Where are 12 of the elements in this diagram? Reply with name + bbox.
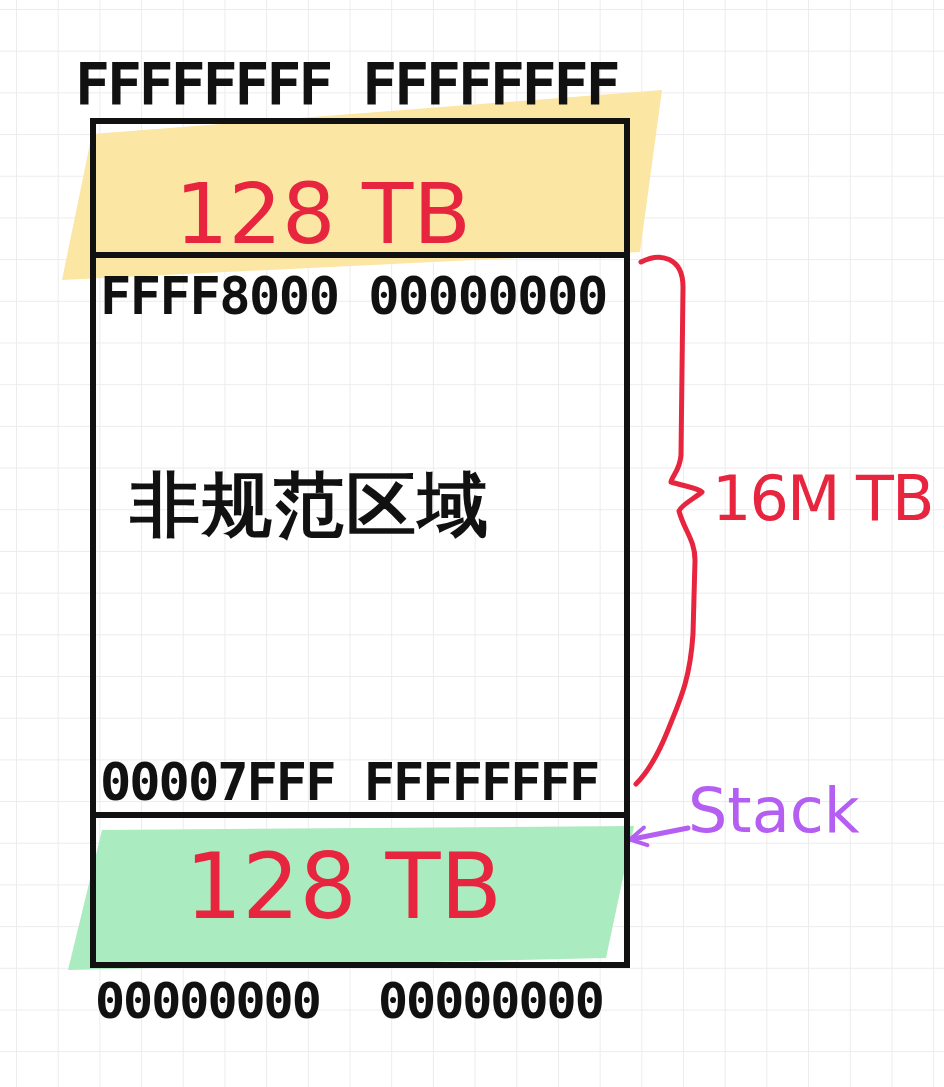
region-box: [90, 258, 630, 818]
size-label: 128 TB: [175, 172, 471, 256]
address-label: 00000000 00000000: [95, 976, 603, 1026]
brace-label: 16M TB: [712, 468, 933, 530]
region-box: [90, 118, 630, 258]
stack-label: Stack: [688, 780, 860, 842]
size-label: 128 TB: [185, 842, 503, 932]
region-label: 非规范区域: [130, 470, 490, 540]
address-label: FFFF8000 00000000: [100, 270, 607, 322]
address-label: 00007FFF FFFFFFFF: [100, 756, 599, 808]
address-label: FFFFFFFF FFFFFFFF: [75, 56, 618, 114]
arrow: [627, 825, 691, 848]
